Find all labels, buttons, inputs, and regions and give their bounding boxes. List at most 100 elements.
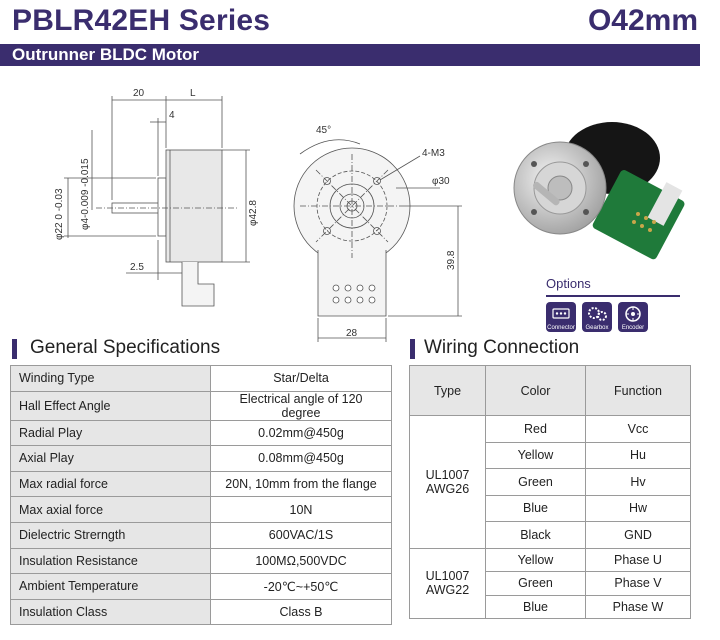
body-outline bbox=[165, 149, 223, 263]
dim-39-8-label: 39.8 bbox=[446, 250, 457, 270]
wire-color: Blue bbox=[485, 494, 586, 522]
spec-value: 0.08mm@450g bbox=[210, 445, 392, 472]
spec-key: Insulation Class bbox=[10, 598, 211, 626]
general-section-marker bbox=[12, 339, 17, 359]
spec-row: Ambient Temperature-20℃~+50℃ bbox=[10, 573, 392, 600]
dim-flange-label: φ22 0 -0.03 bbox=[54, 188, 65, 240]
general-section-title: General Specifications bbox=[30, 337, 221, 358]
subtitle-banner: Outrunner BLDC Motor bbox=[0, 44, 700, 66]
spec-key: Max axial force bbox=[10, 496, 211, 523]
dim-20-label: 20 bbox=[133, 88, 145, 99]
wire-function: Phase W bbox=[585, 594, 691, 619]
flange-outline bbox=[157, 177, 167, 237]
pcb-bracket-outline bbox=[181, 262, 215, 307]
connector-option-button[interactable]: Connector bbox=[546, 302, 576, 332]
spec-key: Ambient Temperature bbox=[10, 573, 211, 600]
options-divider bbox=[546, 295, 680, 297]
dim-shaft-label: φ4-0.009 -0.015 bbox=[80, 158, 91, 230]
spec-value: 0.02mm@450g bbox=[210, 419, 392, 447]
spec-key: Max radial force bbox=[10, 470, 211, 498]
spec-value: Class B bbox=[210, 598, 392, 626]
wire-function: Phase V bbox=[585, 571, 691, 596]
wire-type-spec: UL1007 bbox=[425, 569, 470, 584]
wire-function: Hw bbox=[585, 494, 691, 522]
wire-color: Green bbox=[485, 571, 586, 596]
spec-value: -20℃~+50℃ bbox=[210, 573, 392, 600]
wiring-header-type: Type bbox=[409, 365, 486, 416]
wire-function: Phase U bbox=[585, 547, 691, 572]
spec-key: Radial Play bbox=[10, 419, 211, 447]
dim-2-5-label: 2.5 bbox=[130, 262, 144, 273]
wire-function: GND bbox=[585, 521, 691, 549]
gearbox-icon bbox=[588, 307, 607, 321]
spec-value: 20N, 10mm from the flange bbox=[210, 470, 392, 498]
spec-value: 600VAC/1S bbox=[210, 521, 392, 549]
size-label: O42mm bbox=[587, 4, 698, 37]
page-title: PBLR42EH Series bbox=[12, 4, 271, 37]
wire-color: Red bbox=[485, 415, 586, 443]
encoder-icon bbox=[625, 306, 641, 322]
wire-color: Yellow bbox=[485, 441, 586, 469]
spec-key: Insulation Resistance bbox=[10, 547, 211, 575]
gearbox-option-label: Gearbox bbox=[585, 325, 609, 331]
wire-color: Blue bbox=[485, 594, 586, 619]
encoder-option-button[interactable]: Encoder bbox=[618, 302, 648, 332]
wire-color: Yellow bbox=[485, 547, 586, 572]
wire-type-spec: UL1007 bbox=[425, 467, 470, 482]
spec-value: 100MΩ,500VDC bbox=[210, 547, 392, 575]
spec-value: 10N bbox=[210, 496, 392, 523]
wiring-header-function: Function bbox=[585, 365, 691, 416]
wire-function: Vcc bbox=[585, 415, 691, 443]
dim-body-label: φ42.8 bbox=[248, 200, 259, 226]
product-photo bbox=[513, 122, 685, 260]
dim-30-label: φ30 bbox=[432, 176, 450, 187]
dim-l-label: L bbox=[190, 88, 196, 99]
spec-key: Hall Effect Angle bbox=[10, 390, 211, 421]
gearbox-option-button[interactable]: Gearbox bbox=[582, 302, 612, 332]
encoder-option-label: Encoder bbox=[621, 325, 645, 331]
wiring-section-title: Wiring Connection bbox=[424, 337, 580, 358]
spec-value: Star/Delta bbox=[210, 365, 392, 392]
wiring-header-color: Color bbox=[485, 365, 586, 416]
wire-function: Hu bbox=[585, 441, 691, 469]
dim-holes-label: 4-M3 bbox=[422, 148, 445, 159]
technical-drawing: 20 L 4 2.5 45° 4-M3 φ30 28 φ4-0.009 -0.0… bbox=[54, 88, 462, 342]
spec-value: Electrical angle of 120 degree bbox=[210, 390, 392, 421]
connector-icon bbox=[552, 308, 570, 319]
spec-key: Dielectric Strerngth bbox=[10, 521, 211, 549]
wire-gauge-spec: AWG22 bbox=[425, 583, 470, 598]
wire-gauge-spec: AWG26 bbox=[425, 481, 470, 496]
wiring-section-marker bbox=[410, 339, 415, 359]
dim-28-label: 28 bbox=[346, 328, 358, 339]
spec-key: Axial Play bbox=[10, 445, 211, 472]
wire-color: Black bbox=[485, 521, 586, 549]
spec-key: Winding Type bbox=[10, 365, 211, 392]
dim-4-label: 4 bbox=[169, 110, 175, 121]
wire-function: Hv bbox=[585, 468, 691, 496]
subtitle: Outrunner BLDC Motor bbox=[12, 45, 199, 64]
options-title: Options bbox=[546, 276, 591, 291]
wire-color: Green bbox=[485, 468, 586, 496]
front-pcb-outline bbox=[317, 250, 387, 317]
